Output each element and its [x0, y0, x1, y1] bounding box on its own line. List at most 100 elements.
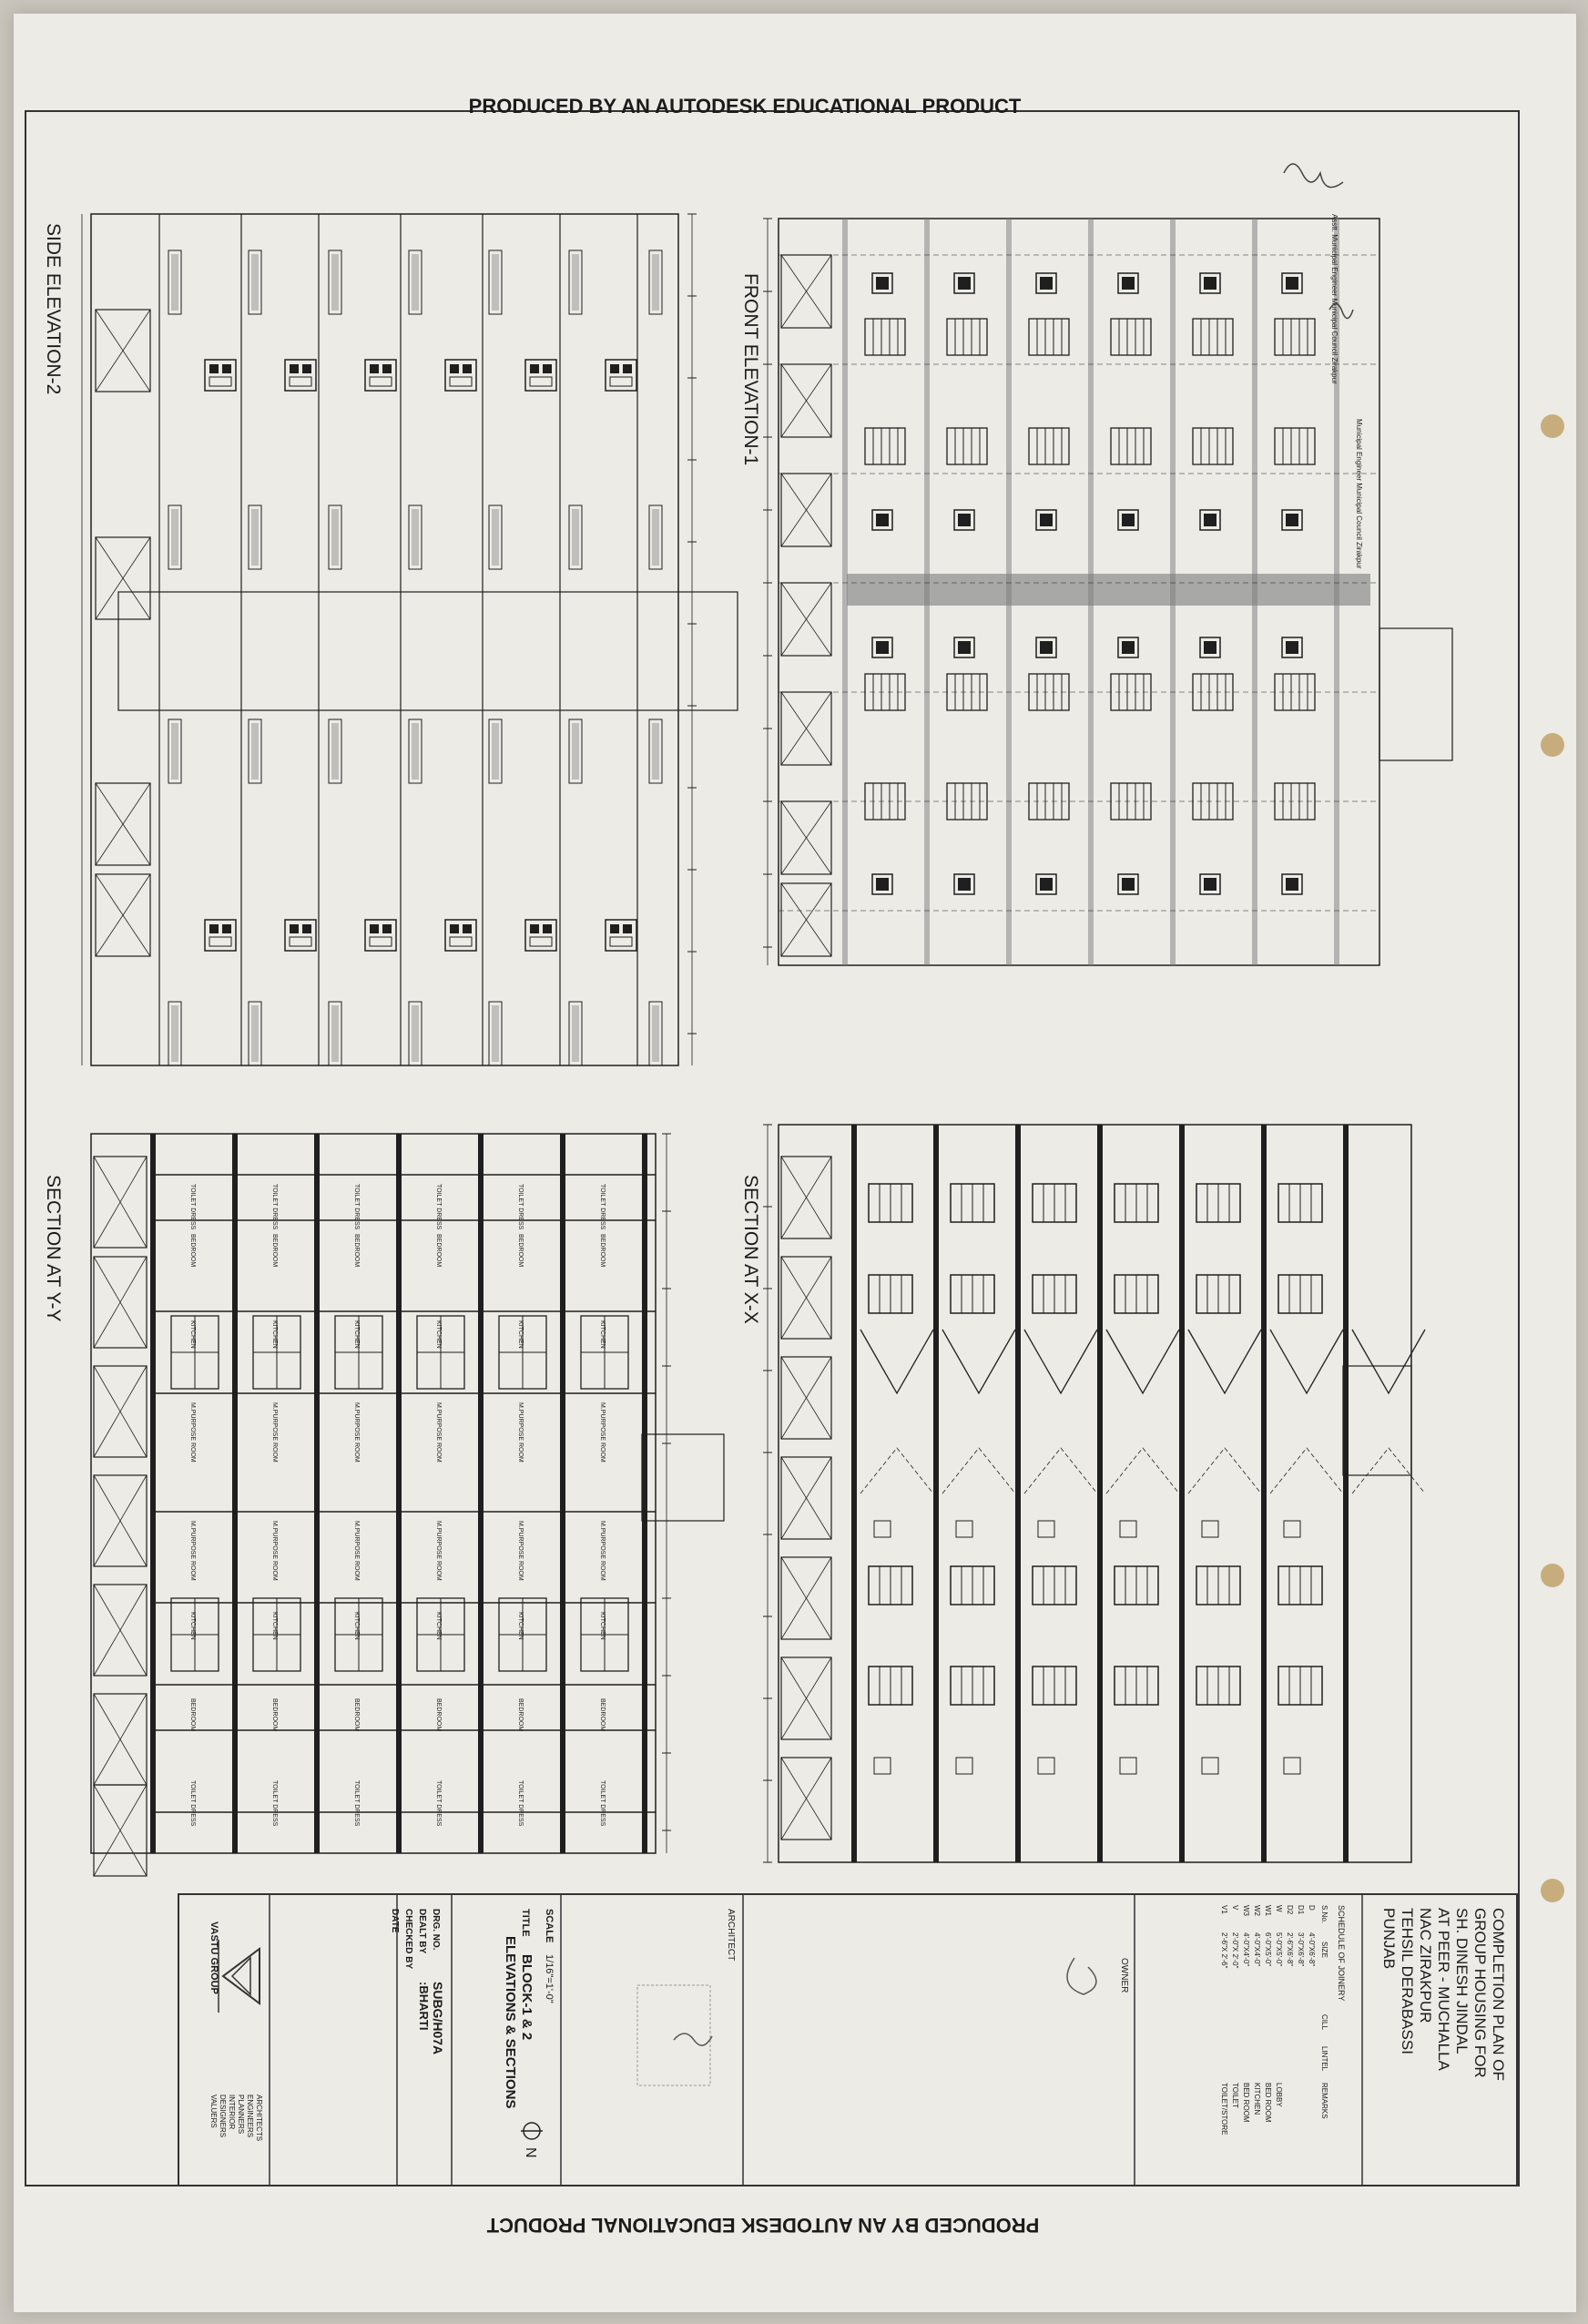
small-window-pane — [876, 878, 889, 891]
window-pane — [609, 376, 633, 387]
room-label: BEDROOM — [435, 1698, 442, 1731]
small-window — [871, 637, 893, 658]
section-y-y-drawing: TOILET DRESS BEDROOM KITCHEN M.PURPOSE ROOM… — [90, 1133, 725, 1877]
small-window-pane — [1040, 641, 1053, 654]
crossed-bay — [95, 782, 151, 866]
column — [568, 505, 583, 570]
column-fill — [251, 1005, 259, 1062]
drawing-meta: DRG. NO. SUBG/H07A DEALT BY :BHARTI CHEC… — [390, 1909, 445, 2054]
crossed-bay-line — [780, 1356, 832, 1440]
section-xx-outline — [778, 1124, 1412, 1863]
small-window-pane — [958, 277, 971, 290]
room-label: BEDROOM — [517, 1698, 524, 1731]
window-pane — [529, 936, 553, 947]
firm-service: ARCHITECTS — [255, 2095, 263, 2141]
room-label: TOILET DRESS — [435, 1184, 442, 1230]
crossed-bay-line — [95, 873, 151, 957]
small-window — [1035, 272, 1057, 294]
crossed-bay — [95, 536, 151, 620]
floor-slab — [314, 1134, 320, 1853]
window-pane — [302, 924, 311, 933]
section-y-y-title: SECTION AT Y-Y — [43, 1175, 64, 1321]
stair-flight-hidden — [1269, 1447, 1344, 1494]
small-window-pane — [1122, 641, 1135, 654]
room-label: KITCHEN — [271, 1612, 278, 1640]
small-window — [953, 637, 975, 658]
small-window-pane — [1286, 878, 1298, 891]
column-fill — [572, 254, 579, 311]
floor-slab — [396, 1134, 402, 1853]
section-x-x-title: SECTION AT X-X — [740, 1175, 761, 1324]
column — [648, 250, 663, 315]
window-pane — [543, 924, 552, 933]
crossed-bay-line — [95, 309, 151, 392]
small-window — [1119, 1757, 1137, 1775]
window-pane — [529, 376, 553, 387]
floor-slab — [1261, 1125, 1267, 1862]
window-pane — [290, 924, 299, 933]
column — [408, 1001, 422, 1066]
schedule-cell: 2'-6"X 2'-6" — [1220, 1932, 1228, 1969]
floor-slab — [1343, 1125, 1349, 1862]
title-label: TITLE — [520, 1909, 531, 1937]
room-label: M.PURPOSE ROOM — [517, 1521, 524, 1581]
firm-services: ARCHITECTS ENGINEERS PLANNERS INTERIOR D… — [209, 2095, 263, 2141]
window-pane — [449, 936, 473, 947]
column-fill — [171, 723, 178, 780]
small-window — [1283, 1520, 1301, 1538]
small-window — [1199, 873, 1221, 895]
small-window — [1117, 272, 1139, 294]
firm-service: PLANNERS — [237, 2095, 245, 2134]
room-label: KITCHEN — [189, 1612, 196, 1640]
crossed-bay-line — [780, 363, 832, 438]
title-value: BLOCK-1 & 2 — [519, 1954, 534, 2040]
stair-flight — [1269, 1329, 1344, 1395]
scale-value: 1/16"=1'-0" — [544, 1954, 555, 2003]
column — [168, 250, 182, 315]
window-pane — [543, 364, 552, 373]
small-window — [1035, 509, 1057, 531]
column — [168, 1001, 182, 1066]
crossed-bay-line — [780, 1456, 832, 1540]
crossed-bay-line — [780, 691, 832, 766]
column-fill — [412, 723, 419, 780]
watermark-top: PRODUCED BY AN AUTODESK EDUCATIONAL PROD… — [469, 95, 1022, 117]
schedule-cell: BED ROOM — [1242, 2083, 1250, 2123]
date-label: DATE — [390, 1909, 400, 1933]
column — [568, 719, 583, 784]
small-window-pane — [1122, 277, 1135, 290]
window-pane — [290, 364, 299, 373]
window-pane — [369, 936, 392, 947]
stair-flight-hidden — [942, 1447, 1016, 1494]
small-window — [1283, 1757, 1301, 1775]
crossed-bay-line — [780, 473, 832, 547]
stair-flight-hidden — [1351, 1447, 1426, 1494]
schedule-cell: BED ROOM — [1264, 2083, 1272, 2123]
window — [605, 359, 637, 392]
column — [648, 719, 663, 784]
column-fill — [171, 1005, 178, 1062]
crossed-bay-line — [93, 1365, 148, 1458]
punch-hole — [1541, 1879, 1564, 1902]
column — [248, 250, 262, 315]
small-window — [873, 1757, 891, 1775]
small-window-pane — [1122, 878, 1135, 891]
room-label: M.PURPOSE ROOM — [271, 1521, 278, 1581]
room-label: BEDROOM — [599, 1698, 606, 1731]
window — [1192, 318, 1234, 356]
window-pane — [289, 936, 312, 947]
project-line: GROUP HOUSING FOR — [1471, 1908, 1489, 2078]
schedule-cell: W1 — [1264, 1905, 1272, 1917]
room-label: BEDROOM — [189, 1698, 196, 1731]
room-label: M.PURPOSE ROOM — [271, 1402, 278, 1463]
crossed-bay-line — [95, 782, 151, 866]
stair-flight-hidden — [1023, 1447, 1098, 1494]
small-window — [873, 1520, 891, 1538]
side-outline — [90, 213, 679, 1066]
schedule-rows: D4'-0"X6'-8"D13'-0"X6'-8"D22'-6"X6'-8"W5… — [1220, 1905, 1316, 2135]
crossed-bay-line — [95, 536, 151, 620]
crossed-bay — [93, 1474, 148, 1567]
crossed-bay-line — [780, 882, 832, 957]
window-pane — [463, 364, 472, 373]
crossed-bay-line — [780, 1156, 832, 1239]
